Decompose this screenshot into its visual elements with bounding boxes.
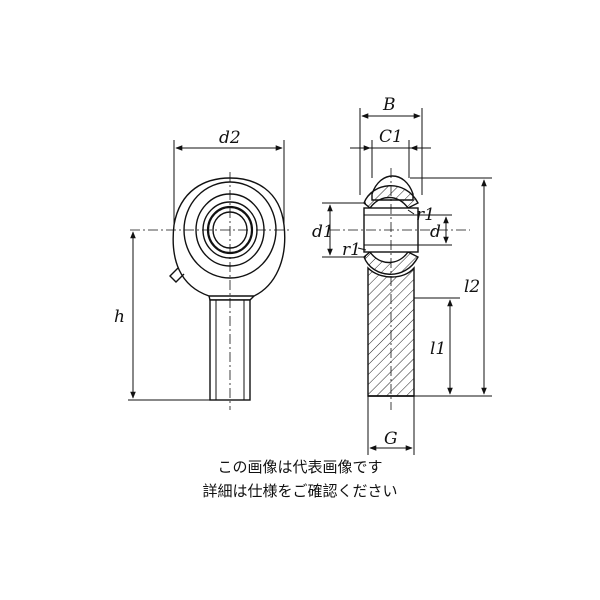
dim-h — [128, 231, 210, 401]
ball-crescent-upper — [363, 185, 419, 210]
label-d1: d1 — [312, 222, 334, 242]
label-B: B — [382, 95, 396, 115]
label-l2: l2 — [464, 277, 480, 297]
front-view — [130, 172, 290, 410]
dim-l1 — [414, 297, 460, 395]
dim-d2 — [173, 140, 285, 224]
leader-r1-top — [407, 209, 415, 215]
label-d2: d2 — [219, 128, 241, 148]
dim-l2 — [410, 177, 492, 397]
dim-G — [367, 396, 415, 455]
dim-d1 — [322, 202, 366, 258]
caption-line-2: 詳細は仕様をご確認ください — [202, 482, 398, 500]
label-h: h — [114, 307, 125, 327]
label-r1-bottom: r1 — [342, 240, 361, 260]
grease-nipple — [169, 267, 185, 283]
dim-d — [418, 214, 452, 246]
leader-r1-bottom — [357, 247, 367, 251]
label-d: d — [430, 222, 441, 242]
label-r1-top: r1 — [416, 205, 435, 225]
label-G: G — [384, 429, 398, 449]
label-l1: l1 — [430, 339, 446, 359]
caption-line-1: この画像は代表画像です — [217, 458, 383, 476]
side-view — [330, 168, 470, 410]
dim-B — [359, 108, 423, 195]
dim-C1 — [350, 140, 431, 178]
label-C1: C1 — [379, 127, 403, 147]
